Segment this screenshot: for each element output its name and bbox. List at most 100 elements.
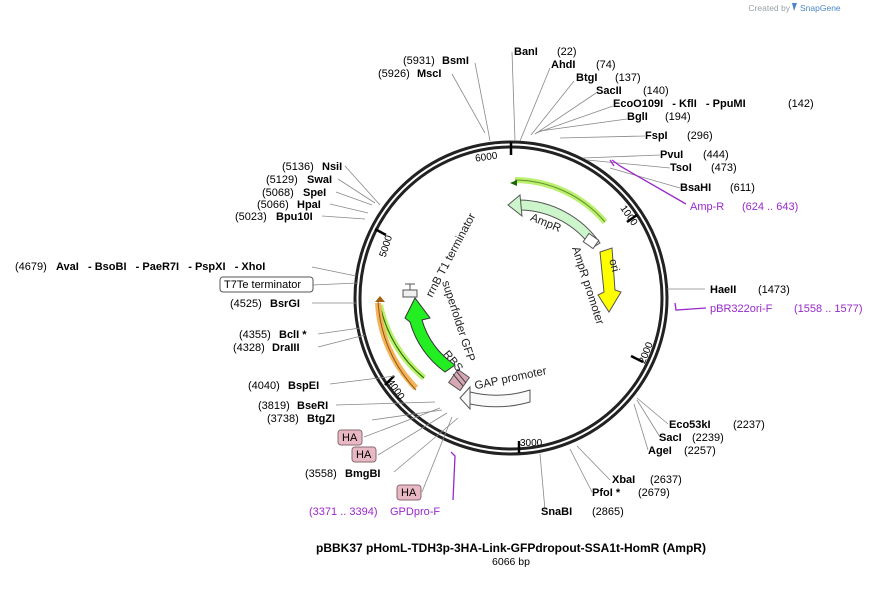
site-bgli[interactable]: BglI (194) [627, 111, 691, 123]
site-btgzi-name: BtgZI [307, 413, 335, 425]
site-bgli-position: (194) [665, 111, 691, 123]
site-haeii[interactable]: HaeII (1473) [710, 284, 790, 296]
site-swai-name: SwaI [307, 174, 332, 186]
site-snabi-position: (2865) [592, 506, 624, 518]
primer-pbr322ori-f-range: (1558 .. 1577) [794, 303, 863, 315]
site-eco53ki-position: (2237) [733, 419, 765, 431]
site-pvui-position: (444) [703, 149, 729, 161]
snapgene-logo-icon [792, 3, 797, 11]
site-draiii[interactable]: (4328) DraIII [233, 342, 300, 354]
site-snabi-name: SnaBI [541, 506, 572, 518]
site-xbai-name: XbaI [612, 474, 635, 486]
site-bcli[interactable]: (4355) BclI * [239, 329, 307, 341]
site-bpu10i-position: (5023) [235, 211, 267, 223]
site-sacii[interactable]: SacII (140) [596, 85, 669, 97]
site-agei-name: AgeI [648, 445, 672, 457]
site-ahdi-name: AhdI [551, 59, 575, 71]
site-eco53ki[interactable]: Eco53kI (2237) [669, 419, 765, 431]
gap-promoter-feature: GAP promoter [459, 365, 548, 411]
site-spei[interactable]: (5068) SpeI [262, 187, 326, 199]
t7te-terminator-label: T7Te terminator [224, 279, 301, 291]
site-draiii-position: (4328) [233, 342, 265, 354]
site-eco0109i[interactable]: EcoO109I - KflI - PpuMI (142) [613, 98, 814, 110]
site-bani-name: BanI [514, 46, 538, 58]
site-hpai-name: HpaI [297, 199, 321, 211]
site-bspei[interactable]: (4040) BspEI [248, 380, 319, 392]
site-hpai-position: (5066) [257, 199, 289, 211]
tick-label-5000: 5000 [378, 234, 395, 259]
site-agei[interactable]: AgeI (2257) [648, 445, 716, 457]
tick-marks [374, 142, 644, 453]
site-saci[interactable]: SacI (2239) [659, 432, 724, 444]
site-eco53ki-name: Eco53kI [669, 419, 711, 431]
site-pfoi[interactable]: PfoI * (2679) [592, 487, 670, 499]
gap-promoter-label: GAP promoter [474, 365, 548, 392]
site-saci-position: (2239) [692, 432, 724, 444]
t7te-terminator-box[interactable]: T7Te terminator [219, 276, 314, 293]
ha-box-1[interactable]: HA [337, 429, 363, 446]
site-swai-position: (5129) [266, 174, 298, 186]
site-tsoi-name: TsoI [670, 162, 692, 174]
site-pfoi-position: (2679) [638, 487, 670, 499]
site-tsoi-position: (473) [711, 162, 737, 174]
site-bsmi[interactable]: (5931) BsmI [403, 55, 469, 67]
site-msci-position: (5926) [378, 68, 410, 80]
site-btgi-position: (137) [615, 72, 641, 84]
rbs-hatch [447, 368, 471, 392]
site-ahdi-position: (74) [596, 59, 616, 71]
ha-box-3[interactable]: HA [396, 484, 422, 501]
superfolder-gfp-label: superfolder GFP [439, 279, 477, 363]
site-bsahi-name: BsaHI [680, 182, 711, 194]
site-swai[interactable]: (5129) SwaI [266, 174, 332, 186]
site-bcli-position: (4355) [239, 329, 271, 341]
site-bsrgi-position: (4525) [230, 298, 262, 310]
ori-label: ori [606, 258, 621, 273]
primer-gpdpro-f[interactable]: (3371 .. 3394) GPDpro-F [309, 506, 440, 518]
primer-pbr322ori-f[interactable]: pBR322ori-F (1558 .. 1577) [710, 303, 863, 315]
plasmid-backbone [353, 140, 669, 456]
site-bseri[interactable]: (3819) BseRI [258, 400, 328, 412]
site-snabi[interactable]: SnaBI (2865) [541, 506, 624, 518]
site-fspi-position: (296) [687, 130, 713, 142]
site-haeii-name: HaeII [710, 284, 736, 296]
site-tsoi[interactable]: TsoI (473) [670, 162, 737, 174]
site-bsmi-position: (5931) [403, 55, 435, 67]
site-bsahi[interactable]: BsaHI (611) [680, 182, 755, 194]
site-bpu10i[interactable]: (5023) Bpu10I [235, 211, 313, 223]
site-spei-position: (5068) [262, 187, 294, 199]
site-eco0109i-position: (142) [788, 98, 814, 110]
site-bsahi-position: (611) [730, 182, 755, 194]
snapgene-credit: Created by SnapGene [748, 3, 841, 13]
site-msci[interactable]: (5926) MscI [378, 68, 441, 80]
site-btgi-name: BtgI [576, 72, 597, 84]
primer-amp-r[interactable]: Amp-R (624 .. 643) [690, 201, 798, 213]
ha-box-3-label: HA [401, 487, 417, 499]
site-bmgbi[interactable]: (3558) BmgBI [305, 468, 380, 480]
ha-box-2[interactable]: HA [351, 446, 377, 463]
site-ahdi[interactable]: AhdI (74) [551, 59, 616, 71]
site-saci-name: SacI [659, 432, 682, 444]
site-fspi-name: FspI [645, 130, 668, 142]
site-hpai[interactable]: (5066) HpaI [257, 199, 321, 211]
site-nsii-name: NsiI [322, 161, 342, 173]
site-bspei-name: BspEI [288, 380, 319, 392]
site-pvui-name: PvuI [660, 149, 683, 161]
site-bgli-name: BglI [627, 111, 648, 123]
site-nsii[interactable]: (5136) NsiI [282, 161, 342, 173]
site-agei-position: (2257) [684, 445, 716, 457]
site-xbai[interactable]: XbaI (2637) [612, 474, 682, 486]
tick-label-6000: 6000 [475, 151, 499, 165]
site-pvui[interactable]: PvuI (444) [660, 149, 729, 161]
highlight-arcs [375, 177, 608, 391]
site-btgi[interactable]: BtgI (137) [576, 72, 641, 84]
site-avai-group[interactable]: (4679) AvaI - BsoBI - PaeR7I - PspXI - X… [15, 261, 265, 273]
site-pfoi-name: PfoI * [592, 487, 621, 499]
site-xbai-position: (2637) [650, 474, 682, 486]
site-bsrgi[interactable]: (4525) BsrGI [230, 298, 300, 310]
site-fspi[interactable]: FspI (296) [645, 130, 713, 142]
site-bani[interactable]: BanI (22) [514, 46, 577, 58]
ori-feature: ori [597, 247, 622, 313]
primer-pbr322ori-f-name: pBR322ori-F [710, 303, 773, 315]
site-btgzi[interactable]: (3738) BtgZI [267, 413, 335, 425]
site-bseri-position: (3819) [258, 400, 290, 412]
